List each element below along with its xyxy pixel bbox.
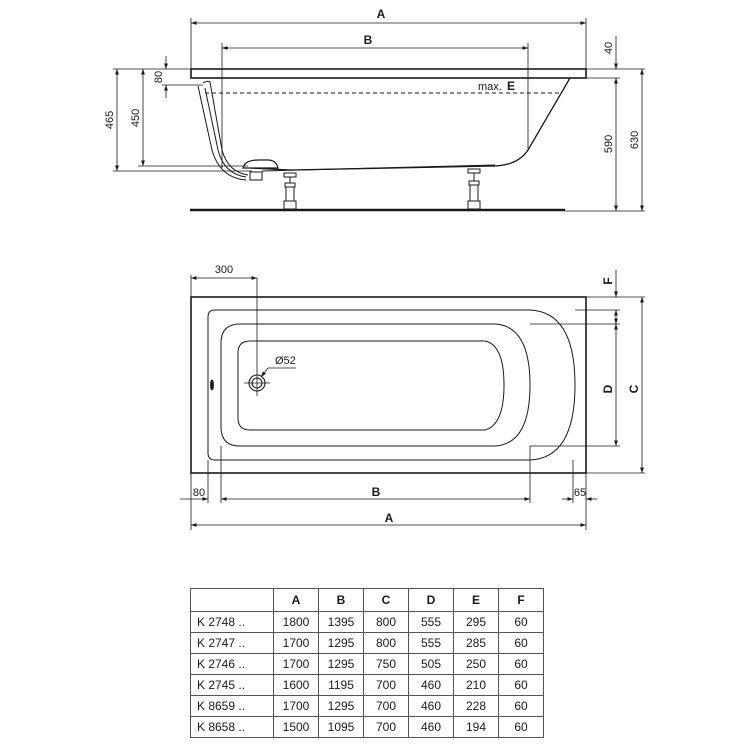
tub-bottom-plate: [261, 164, 496, 172]
cell-model: K 2748 ..: [190, 611, 274, 633]
overflow-slot: [210, 379, 214, 391]
header-B: B: [318, 588, 364, 612]
cell-model: K 8659 ..: [190, 695, 274, 717]
label-450: 450: [130, 109, 142, 127]
header-model: [190, 588, 274, 612]
table-row: K 2745 .. 1600 1195 700 460 210 60: [190, 674, 544, 696]
tub-rim: [190, 68, 587, 79]
tub-middle-contour: [220, 323, 531, 447]
header-A: A: [273, 588, 319, 612]
cell-B: 1095: [318, 716, 364, 738]
cell-E: 285: [453, 632, 499, 654]
cell-F: 60: [498, 611, 544, 633]
table-row: K 2746 .. 1700 1295 750 505 250 60: [190, 653, 544, 675]
adjustable-foot-right: [467, 168, 481, 210]
cell-A: 1700: [273, 632, 319, 654]
label-80-side: 80: [153, 71, 165, 83]
cell-F: 60: [498, 716, 544, 738]
label-F: F: [601, 277, 615, 284]
cell-D: 460: [408, 674, 454, 696]
cell-E: 228: [453, 695, 499, 717]
drain-fitting: [242, 159, 279, 169]
adjustable-foot-left: [283, 172, 297, 210]
cell-B: 1295: [318, 695, 364, 717]
cell-model: K 8658 ..: [190, 716, 274, 738]
table-row: K 2747 .. 1700 1295 800 555 285 60: [190, 632, 544, 654]
label-drain-diameter: Ø52: [275, 355, 296, 367]
label-C: C: [627, 384, 641, 393]
cell-E: 194: [453, 716, 499, 738]
waste-pipe: [202, 80, 249, 176]
cell-B: 1295: [318, 632, 364, 654]
cell-B: 1195: [318, 674, 364, 696]
header-D: D: [408, 588, 454, 612]
cell-F: 60: [498, 674, 544, 696]
cell-B: 1395: [318, 611, 364, 633]
cell-model: K 2747 ..: [190, 632, 274, 654]
label-A-side: A: [377, 7, 386, 21]
cell-D: 460: [408, 695, 454, 717]
cell-C: 800: [363, 632, 409, 654]
cell-A: 1500: [273, 716, 319, 738]
label-B-side: B: [364, 33, 373, 47]
header-E: E: [453, 588, 499, 612]
cell-F: 60: [498, 695, 544, 717]
cell-C: 800: [363, 611, 409, 633]
cell-E: 295: [453, 611, 499, 633]
cell-C: 700: [363, 716, 409, 738]
cell-A: 1600: [273, 674, 319, 696]
tub-outer-outline: [190, 296, 587, 474]
cell-D: 460: [408, 716, 454, 738]
header-F: F: [498, 588, 544, 612]
dimensions-table: A B C D E F K 2748 .. 1800 1395 800 555 …: [190, 588, 544, 738]
cell-B: 1295: [318, 653, 364, 675]
table-row: K 2748 .. 1800 1395 800 555 295 60: [190, 611, 544, 633]
table-row: K 8658 .. 1500 1095 700 460 194 60: [190, 716, 544, 738]
tub-body-outline: [249, 77, 571, 171]
cell-C: 700: [363, 695, 409, 717]
label-B-top: B: [372, 485, 381, 499]
header-C: C: [363, 588, 409, 612]
label-D: D: [601, 384, 615, 393]
cell-E: 210: [453, 674, 499, 696]
label-300: 300: [215, 264, 233, 276]
label-630: 630: [629, 131, 641, 149]
top-view: [180, 270, 645, 530]
label-max-E: E: [507, 79, 515, 93]
cell-model: K 2746 ..: [190, 653, 274, 675]
label-65: 65: [574, 487, 586, 499]
cell-F: 60: [498, 632, 544, 654]
label-465: 465: [104, 111, 116, 129]
cell-C: 750: [363, 653, 409, 675]
cell-D: 555: [408, 611, 454, 633]
table-row: K 8659 .. 1700 1295 700 460 228 60: [190, 695, 544, 717]
label-40: 40: [603, 42, 615, 54]
tub-inner-basin: [237, 340, 505, 431]
cell-D: 555: [408, 632, 454, 654]
label-590: 590: [603, 135, 615, 153]
cell-A: 1700: [273, 695, 319, 717]
table-header-row: A B C D E F: [190, 588, 544, 612]
cell-C: 700: [363, 674, 409, 696]
label-80-top: 80: [193, 487, 205, 499]
cell-A: 1700: [273, 653, 319, 675]
label-A-top: A: [385, 511, 394, 525]
cell-E: 250: [453, 653, 499, 675]
side-view: [113, 18, 645, 212]
tub-outer-inner-contour: [207, 309, 576, 461]
cell-F: 60: [498, 653, 544, 675]
cell-A: 1800: [273, 611, 319, 633]
cell-D: 505: [408, 653, 454, 675]
cell-model: K 2745 ..: [190, 674, 274, 696]
label-max: max.: [478, 81, 502, 93]
